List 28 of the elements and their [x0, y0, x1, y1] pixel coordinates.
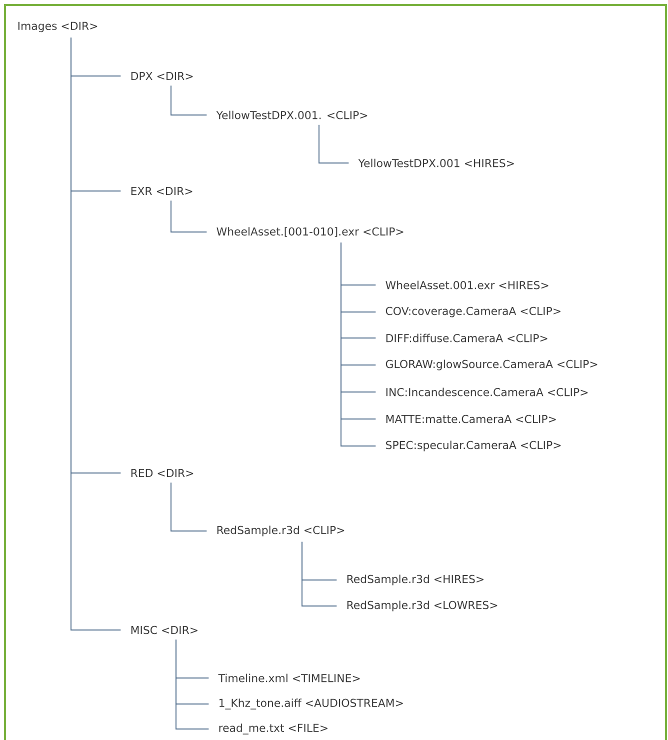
tree-connector	[170, 482, 208, 532]
tree-item: RedSample.r3d <HIRES>	[347, 574, 484, 586]
tree-item: MISC <DIR>	[131, 626, 198, 634]
tree-connector	[318, 124, 350, 164]
tree-connector	[170, 200, 208, 232]
tree-item: WheelAsset.[001-010].exr <CLIP>	[216, 227, 404, 237]
tree-connector	[176, 639, 210, 730]
tree-item: DIFF:diffuse.CameraA <CLIP>	[386, 334, 548, 342]
tree-item: RedSample.r3d <CLIP>	[217, 526, 344, 536]
tree-item: 1_Khz_tone.aiff <AUDIOSTREAM>	[219, 698, 403, 710]
tree-connector	[70, 37, 122, 630]
tree-connector	[170, 85, 208, 116]
tree-item: COV:coverage.CameraA <CLIP>	[386, 306, 560, 318]
tree-item: RedSample.r3d <LOWRES>	[347, 600, 498, 612]
tree-connector	[302, 541, 338, 606]
tree-item: Timeline.xml <TIMELINE>	[218, 674, 360, 682]
tree-item: WheelAsset.001.exr <HIRES>	[386, 280, 548, 290]
tree-item: Images <DIR>	[18, 22, 98, 32]
tree-item: RED <DIR>	[131, 469, 194, 477]
tree-item: GLORAW:glowSource.CameraA <CLIP>	[386, 360, 598, 370]
tree-item: SPEC:specular.CameraA <CLIP>	[386, 440, 561, 452]
tree-item: read_me.txt <FILE>	[219, 724, 328, 734]
tree-item: DPX <DIR>	[131, 72, 193, 80]
tree-item: EXR <DIR>	[131, 187, 192, 195]
tree-item: INC:Incandescence.CameraA <CLIP>	[386, 388, 588, 396]
tree-item: YellowTestDPX.001. <CLIP>	[216, 110, 368, 120]
tree-item: MATTE:matte.CameraA <CLIP>	[386, 414, 556, 424]
tree-item: YellowTestDPX.001 <HIRES>	[358, 158, 514, 168]
